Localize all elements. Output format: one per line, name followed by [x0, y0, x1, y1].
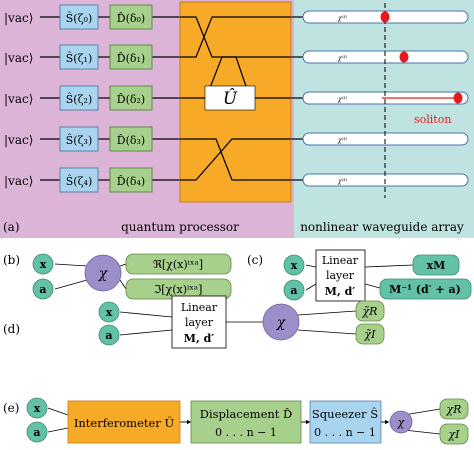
panel-d: (d) x a Linear layer M, d′ χ χ̃R χ̃I — [3, 295, 385, 349]
unitary-label-box — [204, 85, 256, 111]
output-xm-box — [412, 254, 460, 276]
output-chi-i-label: χI — [447, 428, 460, 441]
input-a-label: a — [290, 284, 297, 297]
panel-b: (b) x a χ ℜ[χ(x)ⁱˣᵃ] ℑ[χ(x)ⁱˣᵃ] — [3, 253, 232, 300]
waveguide-chi-3: χ⁽³⁾ — [337, 137, 348, 144]
panel-c-label: (c) — [247, 253, 263, 267]
squeezer-label-2: Ŝ(ζ₂) — [66, 92, 93, 106]
unitary-label: Û — [223, 88, 238, 109]
waveguide-array-caption: nonlinear waveguide array — [300, 220, 464, 234]
linear-layer-line1: Linear — [322, 254, 359, 267]
input-node-x — [283, 254, 305, 276]
interferometer-label: Interferometer Û — [74, 416, 175, 430]
output-chi-r-label: χR — [446, 403, 462, 416]
panel-a: |vac⟩ |vac⟩ |vac⟩ |vac⟩ |vac⟩ Ŝ(ζ₀) Ŝ(ζ₁… — [0, 0, 474, 238]
linear-layer-box — [171, 295, 227, 349]
soliton-dot-2 — [453, 92, 463, 104]
input-node-a — [283, 279, 305, 301]
displacement-label-3: D̂(δ₃) — [117, 134, 145, 147]
output-imag-label: ℑ[χ(x)ⁱˣᵃ] — [154, 283, 203, 296]
input-a-label: a — [105, 329, 112, 342]
waveguide-chi-2: χ⁽³⁾ — [337, 96, 348, 103]
interferometer-box — [67, 400, 181, 444]
vac-input-3: |vac⟩ — [4, 133, 33, 147]
output-inverse-box — [379, 278, 472, 300]
squeezer-line2: 0 . . . n − 1 — [314, 426, 376, 439]
chi-node-label: χ — [276, 315, 287, 331]
chi-node-label: χ — [397, 416, 406, 429]
panel-c: (c) x a Linear layer M, d′ xM M⁻¹ (d′ + … — [247, 249, 472, 302]
output-chi-r-box — [355, 300, 385, 322]
displacement-label-0: D̂(δ₀) — [117, 12, 145, 25]
output-real-label: ℜ[χ(x)ⁱˣᵃ] — [153, 258, 203, 271]
output-xm-label: xM — [427, 259, 446, 272]
soliton-label: soliton — [414, 113, 451, 126]
waveguide-chi-4: χ⁽³⁾ — [337, 178, 348, 185]
input-node-a — [32, 278, 54, 300]
output-chi-r-label: χ̃R — [362, 305, 378, 318]
displacement-label-4: D̂(δ₄) — [117, 175, 145, 188]
output-inverse-label: M⁻¹ (d′ + a) — [389, 283, 461, 296]
displacement-line1: Displacement D̂ — [200, 407, 293, 421]
chi-node — [84, 254, 122, 292]
waveguide-array-background — [294, 0, 474, 238]
linear-layer-box — [315, 249, 366, 302]
input-a-label: a — [39, 283, 46, 296]
waveguide-chi-1: χ⁽³⁾ — [337, 55, 348, 62]
input-x-label: x — [34, 402, 41, 415]
squeezer-box — [309, 400, 382, 444]
displacement-line2: 0 . . . n − 1 — [215, 426, 277, 439]
displacement-label-2: D̂(δ₂) — [117, 93, 145, 106]
input-x-label: x — [40, 258, 47, 271]
panel-a-label: (a) — [3, 220, 20, 234]
output-chi-i-box — [439, 423, 469, 445]
panel-e: (e) x a Interferometer Û Displacement D̂… — [3, 397, 469, 445]
squeezer-label-4: Ŝ(ζ₄) — [66, 174, 93, 188]
panel-e-label: (e) — [3, 401, 19, 415]
chi-node — [389, 410, 413, 434]
panel-d-label: (d) — [3, 322, 20, 336]
input-node-a — [98, 324, 120, 346]
squeezer-line1: Squeezer Ŝ — [312, 407, 378, 421]
soliton-dot-1 — [399, 51, 409, 63]
squeezer-boxes — [59, 4, 99, 193]
output-real-box — [125, 253, 232, 275]
waveguide-chi-0: χ⁽³⁾ — [337, 15, 348, 22]
quantum-processor-caption: quantum processor — [121, 220, 239, 234]
vac-input-1: |vac⟩ — [4, 51, 33, 65]
displacement-box — [190, 400, 302, 444]
vac-input-2: |vac⟩ — [4, 92, 33, 106]
linear-layer-line2: layer — [326, 269, 355, 282]
chi-node-label: χ — [98, 266, 109, 282]
vac-input-4: |vac⟩ — [4, 174, 33, 188]
linear-layer-line1: Linear — [181, 301, 218, 314]
input-node-x — [32, 253, 54, 275]
linear-layer-line3: M, d′ — [184, 332, 215, 345]
linear-layer-line2: layer — [185, 316, 214, 329]
squeezer-label-0: Ŝ(ζ₀) — [66, 11, 93, 25]
output-chi-r-box — [439, 398, 469, 420]
squeezer-label-1: Ŝ(ζ₁) — [66, 51, 93, 65]
input-x-label: x — [106, 306, 113, 319]
output-chi-i-label: χ̃I — [363, 328, 376, 341]
input-x-label: x — [291, 259, 298, 272]
input-node-x — [98, 301, 120, 323]
input-a-label: a — [33, 426, 40, 439]
output-chi-i-box — [355, 323, 385, 345]
chi-node — [262, 303, 300, 341]
input-node-a — [26, 421, 48, 443]
soliton-dot-0 — [380, 11, 390, 23]
squeezer-label-3: Ŝ(ζ₃) — [66, 133, 93, 147]
input-node-x — [26, 397, 48, 419]
mode-lines — [40, 16, 303, 181]
panel-b-label: (b) — [3, 253, 20, 267]
interferometer-paths — [180, 16, 291, 181]
vac-input-0: |vac⟩ — [4, 11, 33, 25]
linear-layer-line3: M, d′ — [325, 285, 356, 298]
displacement-boxes — [109, 4, 153, 193]
displacement-label-1: D̂(δ₁) — [117, 52, 145, 65]
